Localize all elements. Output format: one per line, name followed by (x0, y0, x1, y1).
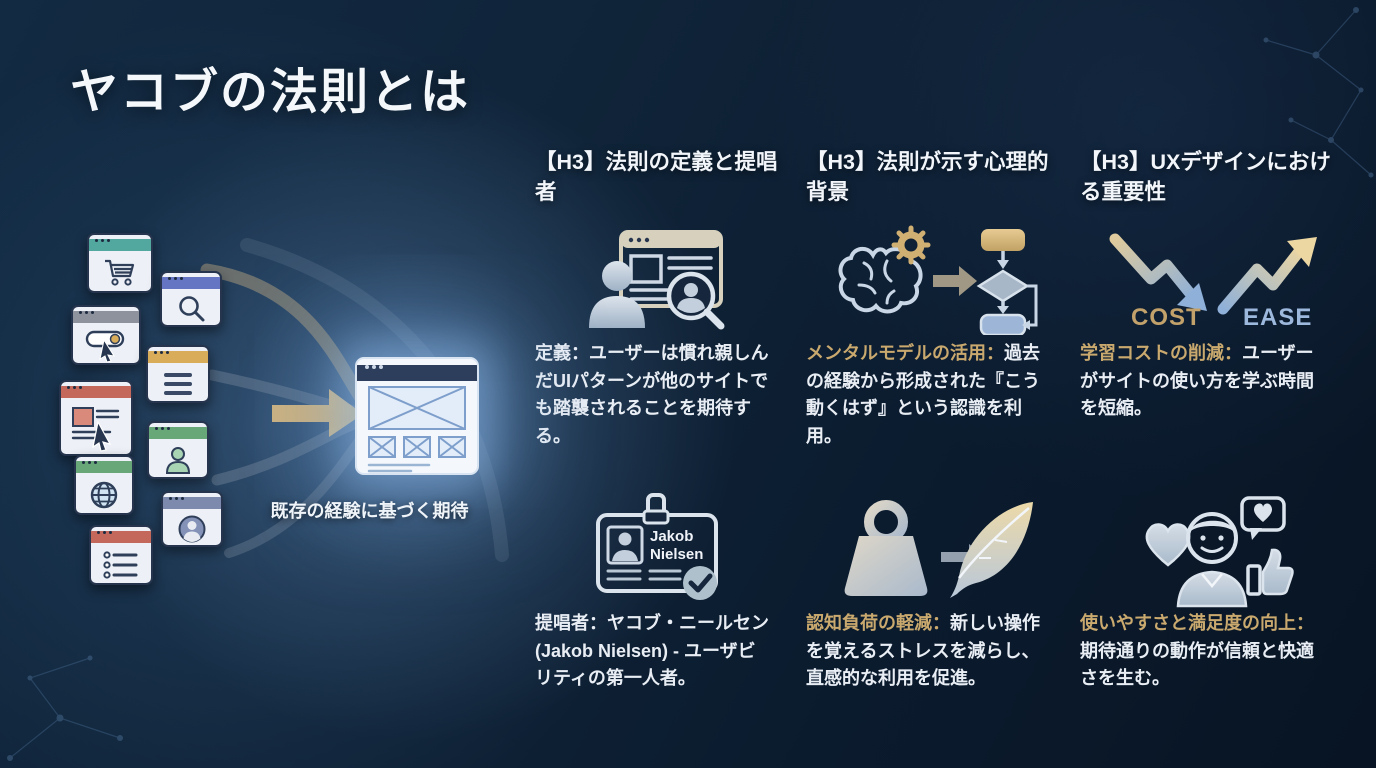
toggle-window (71, 305, 141, 365)
window-titlebar (91, 531, 151, 543)
gold-arrow (272, 389, 363, 437)
window-titlebar (163, 497, 221, 509)
user-research-icon (588, 230, 724, 330)
cost-label: COST (1131, 304, 1202, 331)
globe-icon (90, 481, 118, 509)
text-rest: ユーザーがサイトの使い方を学ぶ時間を短縮。 (1080, 343, 1314, 419)
wireframe-content-icon (367, 386, 466, 473)
badge-name-line2: Nielsen (650, 546, 703, 563)
window-titlebar (357, 365, 477, 381)
page-title: ヤコブの法則とは (70, 66, 471, 119)
constellation-decor-bottom-left (7, 655, 123, 761)
text-rest: ユーザーは慣れ親しんだUIパターンが他のサイトでも踏襲されることを期待する。 (535, 343, 769, 446)
illustration-caption: 既存の経験に基づく期待 (270, 501, 469, 521)
learning-cost-text: 学習コストの削減：ユーザーがサイトの使い方を学ぶ時間を短縮。 (1080, 340, 1315, 423)
heart-icon (1145, 523, 1190, 567)
text-lead: 学習コストの削減： (1080, 343, 1242, 363)
text-rest: ヤコブ・ニールセン (Jakob Nielsen) - ユーザビリティの第一人者… (535, 613, 769, 689)
user-window (147, 421, 209, 479)
ease-label: EASE (1243, 304, 1312, 331)
icon-box: COST EASE (1080, 220, 1344, 338)
satisfaction-text: 使いやすさと満足度の向上： 期待通りの動作が信頼と快適さを生む。 (1080, 610, 1315, 693)
main-wireframe-window (355, 357, 479, 475)
text-lead: 提唱者： (535, 613, 607, 633)
weight-to-feather-icon (844, 500, 1033, 598)
shopping-cart-window (87, 233, 153, 293)
window-titlebar (76, 461, 132, 473)
checklist-icon (103, 551, 138, 579)
checklist-window (89, 525, 153, 585)
constellation-decor-top-right (1263, 7, 1374, 178)
window-titlebar (148, 351, 208, 363)
user-satisfaction-icon (1145, 496, 1294, 608)
text-lead: 認知負荷の軽減： (806, 613, 950, 633)
badge-name-line1: Jakob (650, 528, 693, 545)
text-rest: 新しい操作を覚えるストレスを減らし、直感的な利用を促進。 (806, 613, 1040, 689)
column-heading: 【H3】法則が示す心理的背景 (806, 150, 1049, 204)
globe-window (74, 455, 134, 515)
window-titlebar (89, 239, 151, 251)
news-window (59, 380, 133, 456)
column-ux-importance: 【H3】UXデザインにおける重要性 COST EASE 学習コストの削減：ユーザ… (1080, 148, 1344, 688)
column-psychology: 【H3】法則が示す心理的背景 (806, 148, 1062, 688)
converging-windows-illustration: 既存の経験に基づく期待 (57, 225, 517, 625)
column-heading: 【H3】法則の定義と提唱者 (535, 150, 778, 204)
thumbs-up-icon (1245, 548, 1294, 596)
text-lead: メンタルモデルの活用： (806, 343, 1004, 363)
menu-lines-icon (164, 373, 192, 395)
heart-bubble-icon (1239, 496, 1286, 540)
menu-window (146, 345, 210, 403)
toggle-cursor-icon (85, 330, 125, 362)
icon-box (1080, 490, 1344, 608)
text-lead: 使いやすさと満足度の向上： (1080, 613, 1314, 633)
brain-gear-flowchart-icon (838, 225, 1038, 335)
cost-down-ease-up-icon: COST EASE (1109, 233, 1317, 331)
jakob-nielsen-badge-icon: Jakob Nielsen (595, 493, 718, 600)
check-circle (682, 566, 717, 600)
avatar-window (161, 491, 223, 547)
text-rest: 過去の経験から形成された『こう動くはず』という認識を利用。 (806, 343, 1040, 446)
text-lead: 定義： (535, 343, 589, 363)
icon-box (806, 490, 1062, 608)
cognitive-load-text: 認知負荷の軽減：新しい操作を覚えるストレスを減らし、直感的な利用を促進。 (806, 610, 1041, 693)
mental-model-text: メンタルモデルの活用：過去の経験から形成された『こう動くはず』という認識を利用。 (806, 340, 1041, 450)
icon-box (535, 220, 780, 338)
definition-text: 定義：ユーザーは慣れ親しんだUIパターンが他のサイトでも踏襲されることを期待する… (535, 340, 770, 450)
converging-streams (200, 238, 509, 562)
avatar-icon (178, 515, 206, 543)
proposer-text: 提唱者：ヤコブ・ニールセン (Jakob Nielsen) - ユーザビリティの… (535, 610, 770, 693)
article-cursor-icon (71, 407, 120, 452)
icon-box (806, 220, 1062, 338)
shopping-cart-icon (105, 259, 135, 286)
window-titlebar (149, 427, 207, 439)
text-rest: 期待通りの動作が信頼と快適さを生む。 (1080, 640, 1314, 689)
column-definition: 【H3】法則の定義と提唱者 定義：ユーザーは慣れ親しんだUIパターンが他のサイト… (535, 148, 780, 688)
icon-box: Jakob Nielsen (535, 490, 780, 608)
window-titlebar (162, 277, 220, 289)
user-icon (165, 447, 191, 474)
window-titlebar (61, 386, 131, 398)
column-heading: 【H3】UXデザインにおける重要性 (1080, 150, 1331, 204)
window-titlebar (73, 311, 139, 323)
search-window (160, 271, 222, 327)
search-icon (179, 296, 205, 322)
